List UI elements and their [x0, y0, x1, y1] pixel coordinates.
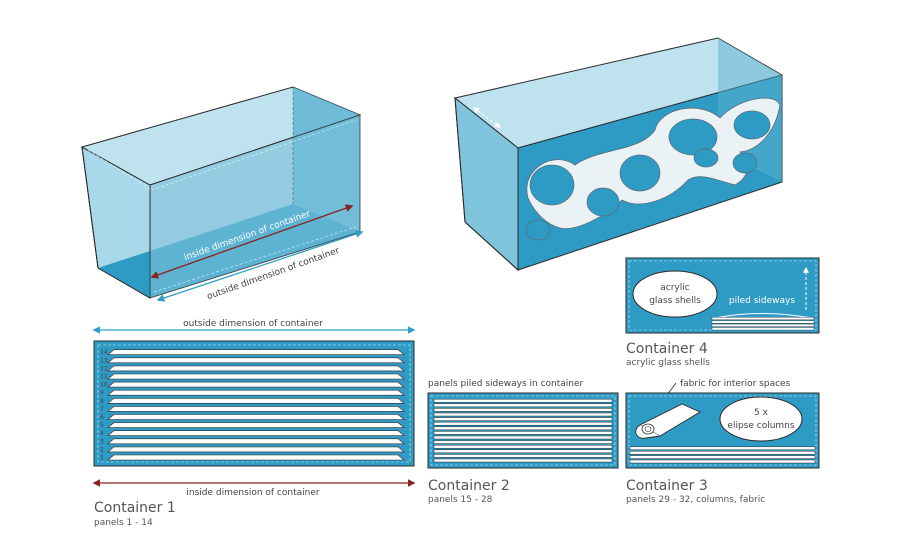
- container2-panel: [433, 431, 613, 435]
- box1-outside-arrow: [156, 230, 364, 302]
- container1-panel: [107, 414, 405, 420]
- container4-ellipse: [632, 270, 718, 318]
- container3-panel: [629, 455, 816, 459]
- container2-panel: [433, 458, 613, 463]
- container1-panel-number: 12: [100, 365, 108, 372]
- container1-panel: [107, 365, 405, 372]
- container1-panel-number: 2: [100, 446, 104, 453]
- container1-bottom-label: inside dimension of container: [186, 488, 319, 498]
- container2-panel: [433, 440, 613, 444]
- box2-white-arrow: [473, 107, 501, 128]
- container1-panel-number: 5: [100, 422, 104, 429]
- container4-shell-plate: [711, 323, 815, 327]
- container2-panel: [433, 398, 613, 403]
- container4-shell-stack: [711, 317, 815, 331]
- container4-piled-label: piled sideways: [729, 296, 795, 306]
- container2-top-label: panels piled sideways in container: [428, 379, 584, 389]
- container1-panel: [107, 422, 405, 428]
- container2-panel: [433, 408, 613, 412]
- container1-panel-number: 11: [100, 374, 108, 381]
- container1-panel: [107, 389, 405, 396]
- container1-panel: [107, 430, 405, 437]
- container3-top-label: fabric for interior spaces: [680, 379, 791, 389]
- container3-panel-stack: [629, 446, 816, 464]
- container3-panel: [629, 450, 816, 455]
- fabric-roll-icon: [635, 403, 701, 439]
- container3-title: Container 3: [626, 478, 708, 494]
- container1-panel: [107, 446, 405, 453]
- container3-panel: [629, 446, 816, 451]
- container4-shell-plate: [711, 320, 815, 324]
- container1-panel-number: 3: [100, 438, 104, 445]
- container2-title: Container 2: [428, 478, 510, 494]
- container2-panel: [433, 435, 613, 440]
- container1-panel: [107, 397, 405, 404]
- container3-ellipse-line1: 5 x: [754, 408, 769, 418]
- container1-panel-number: 6: [100, 414, 104, 421]
- container1-panel: [107, 438, 405, 445]
- container2-panel: [433, 403, 613, 408]
- container3-subtitle: panels 29 - 32, columns, fabric: [626, 495, 765, 505]
- container-4: acrylic glass shells piled sideways Cont…: [625, 257, 820, 368]
- container-box-with-shells: [453, 37, 784, 272]
- container1-title: Container 1: [94, 500, 176, 516]
- container2-panel: [433, 426, 613, 431]
- container1-panel: [107, 381, 405, 388]
- container-3: fabric for interior spaces 5 x elipse co…: [625, 379, 820, 505]
- container1-panel-number: 13: [100, 357, 108, 364]
- container1-subtitle: panels 1 - 14: [94, 518, 153, 528]
- container2-panel: [433, 444, 613, 449]
- container-1: outside dimension of container 123456789…: [92, 319, 416, 528]
- container1-panel-number: 1: [100, 455, 104, 462]
- container-box-perspective: inside dimension of container outside di…: [80, 86, 364, 302]
- glass-shells-structure: [525, 97, 781, 241]
- container4-subtitle: acrylic glass shells: [626, 358, 710, 368]
- container4-shell-plate: [711, 317, 815, 320]
- container1-panel-number: 4: [100, 430, 104, 437]
- container1-panel-number: 10: [100, 382, 108, 389]
- container2-subtitle: panels 15 - 28: [428, 495, 493, 505]
- container1-panel-number: 9: [100, 390, 104, 397]
- container4-ellipse-line1: acrylic: [660, 283, 689, 293]
- container3-panel: [629, 459, 816, 464]
- container2-panel: [433, 454, 613, 458]
- container1-top-label: outside dimension of container: [183, 319, 323, 329]
- container1-panel-number: 7: [100, 406, 104, 413]
- container3-ellipse-line2: elipse columns: [727, 421, 794, 431]
- container2-panel-stack: [433, 398, 613, 463]
- container2-panel: [433, 412, 613, 417]
- container2-panel: [433, 449, 613, 454]
- container2-panel: [433, 417, 613, 421]
- container2-panel: [433, 421, 613, 426]
- container1-panel: [107, 406, 405, 412]
- container4-ellipse-line2: glass shells: [649, 296, 701, 306]
- container4-shell-plate: [711, 327, 815, 331]
- container3-ellipse: [719, 396, 803, 442]
- container4-title: Container 4: [626, 341, 708, 357]
- container1-panel: [107, 357, 405, 364]
- container1-panel: [107, 373, 405, 380]
- container1-panel: [107, 349, 405, 356]
- container-2: panels piled sideways in container Conta…: [427, 379, 619, 505]
- container1-panel: [107, 454, 405, 461]
- container1-panel-number: 8: [100, 398, 104, 405]
- container1-panel-number: 14: [100, 349, 108, 356]
